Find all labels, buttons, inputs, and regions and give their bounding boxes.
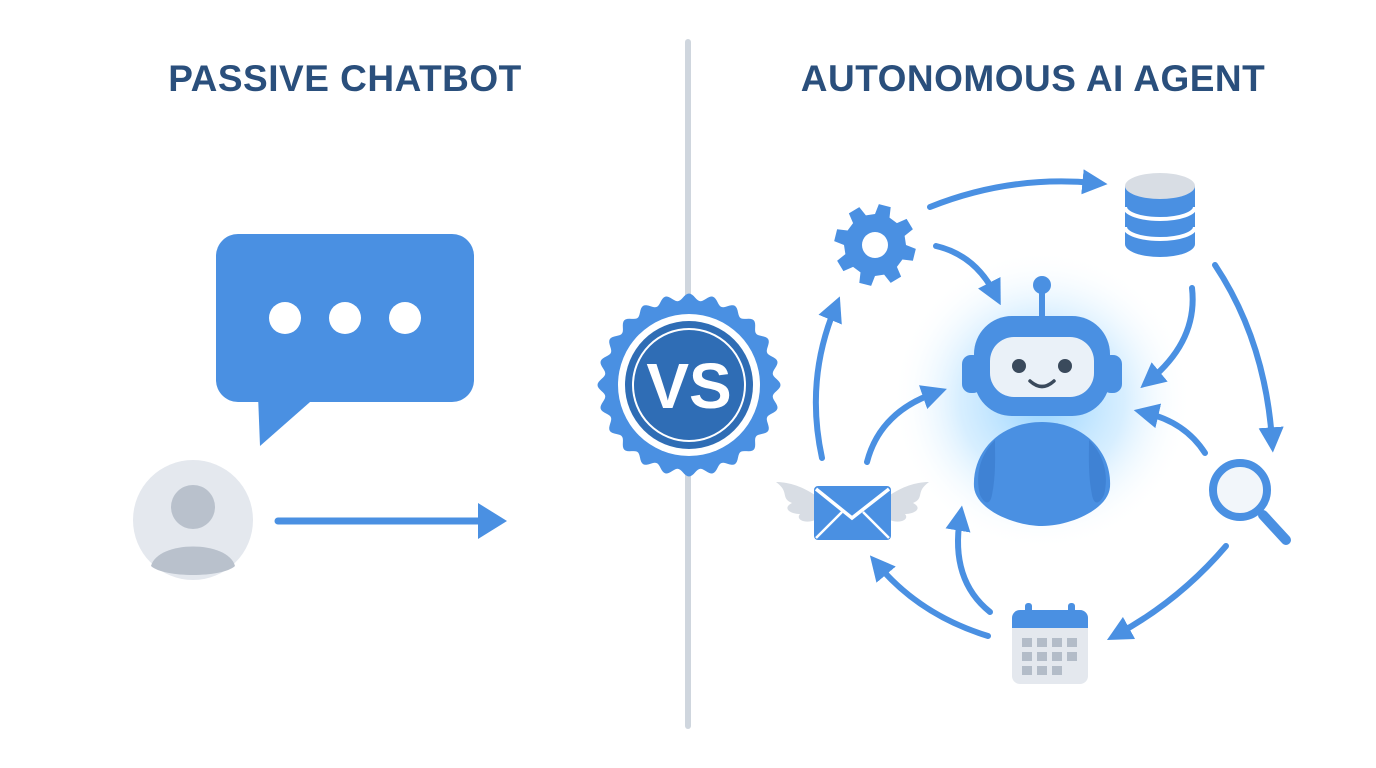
arrow-gear-to-robot xyxy=(933,243,1001,306)
arrow-calendar-to-envelope xyxy=(869,555,991,639)
user-avatar-icon xyxy=(133,460,253,580)
search-icon xyxy=(1209,459,1291,545)
arrow-database-to-robot xyxy=(1140,285,1196,389)
robot-icon xyxy=(962,276,1122,526)
arrow-search-to-robot xyxy=(1133,403,1208,456)
arrow-gear-to-database xyxy=(927,169,1108,210)
workflow-arrows xyxy=(812,169,1284,641)
autonomous-agent-title: AUTONOMOUS AI AGENT xyxy=(800,58,1266,99)
arrow-calendar-to-robot xyxy=(945,505,993,615)
passive-chatbot-title: PASSIVE CHATBOT xyxy=(168,58,522,99)
database-icon xyxy=(1123,173,1197,257)
vs-label: VS xyxy=(646,350,731,422)
chat-bubble-icon xyxy=(216,234,474,446)
arrow-database-to-search xyxy=(1212,262,1284,453)
arrow-envelope-to-robot xyxy=(864,385,947,465)
winged-envelope-icon xyxy=(776,482,929,540)
arrow-search-to-calendar xyxy=(1106,543,1229,641)
gear-icon xyxy=(834,204,916,286)
arrow-right-icon xyxy=(274,503,507,539)
calendar-icon xyxy=(1012,603,1088,684)
vs-badge: VS xyxy=(597,293,781,477)
arrow-envelope-to-gear xyxy=(812,296,842,461)
